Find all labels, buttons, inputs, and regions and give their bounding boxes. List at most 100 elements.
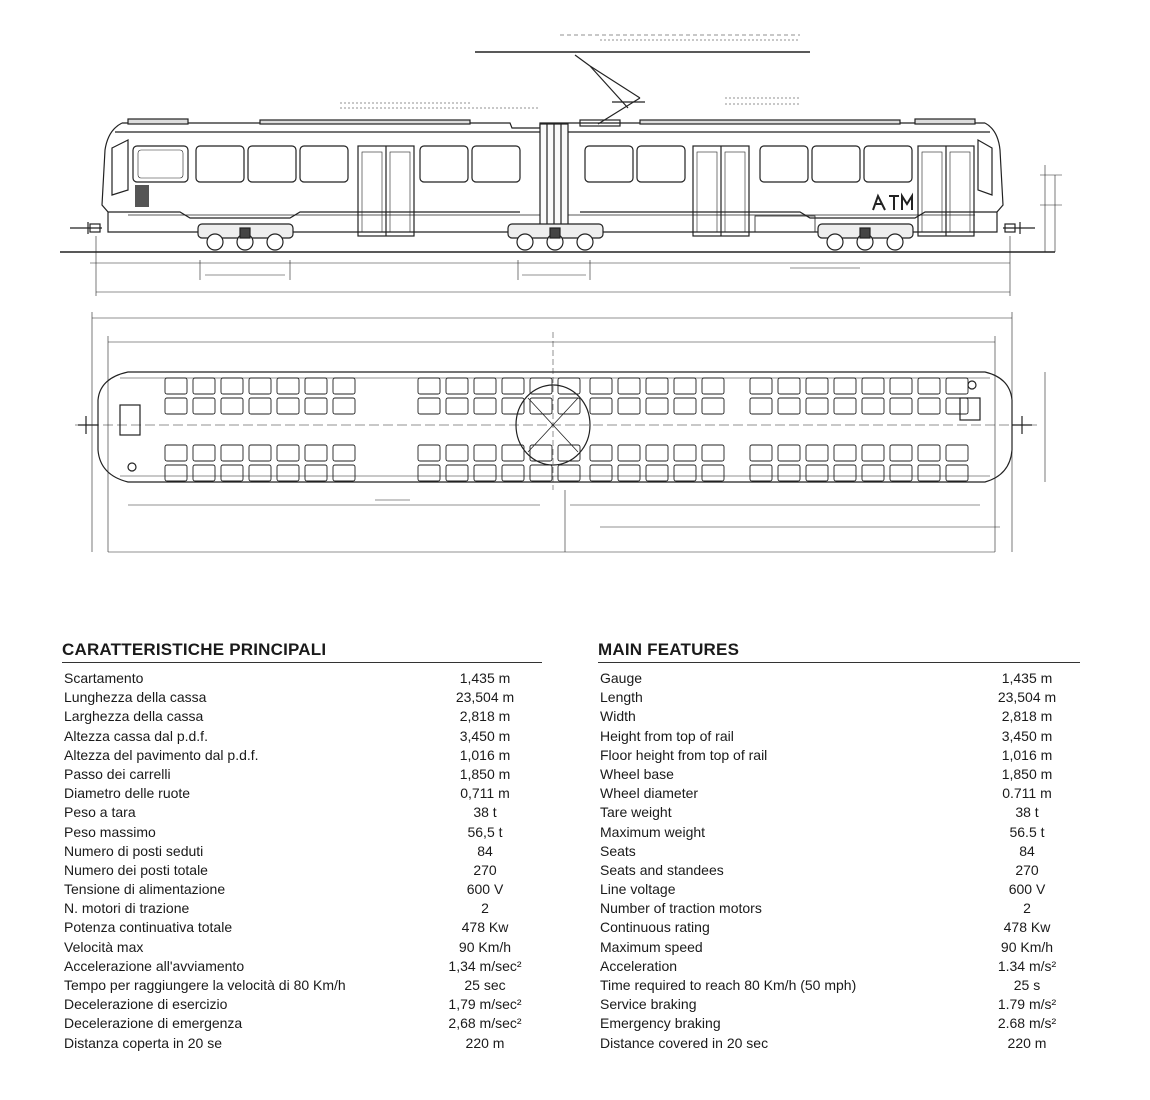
seat (777, 377, 801, 395)
seat (164, 397, 188, 415)
seat (917, 397, 941, 415)
seat (473, 397, 497, 415)
seat (833, 377, 857, 395)
seat (749, 444, 773, 462)
spec-value: 600 V (466, 881, 504, 898)
seat (701, 464, 725, 482)
seat (332, 377, 356, 395)
seat (529, 397, 553, 415)
seat (917, 444, 941, 462)
pantograph (574, 54, 645, 127)
spec-label: Wheel base (600, 765, 674, 782)
seat (557, 397, 581, 415)
seat (945, 444, 969, 462)
seat (164, 377, 188, 395)
spec-value: 23,504 m (997, 689, 1057, 706)
seat (833, 397, 857, 415)
seat (833, 464, 857, 482)
seat (501, 444, 525, 462)
spec-label: Larghezza della cassa (64, 708, 204, 725)
seat (192, 464, 216, 482)
seat (749, 397, 773, 415)
spec-value: 84 (1019, 842, 1035, 859)
seat (501, 464, 525, 482)
spec-label: Seats (600, 842, 636, 859)
seat (417, 464, 441, 482)
spec-label: Numero di posti seduti (64, 842, 204, 859)
plan-view (75, 312, 1046, 553)
seat (673, 377, 697, 395)
seat (276, 464, 300, 482)
seat (805, 397, 829, 415)
spec-label: Tempo per raggiungere la velocità di 80 … (64, 977, 346, 993)
seat-layout (164, 377, 969, 482)
seat (889, 377, 913, 395)
spec-label: Acceleration (600, 957, 678, 974)
spec-row: Altezza cassa dal p.d.f.3,450 m (62, 727, 542, 746)
seat (192, 377, 216, 395)
seat (889, 397, 913, 415)
spec-label: Peso massimo (64, 823, 156, 840)
spec-label: Seats and standees (600, 861, 724, 878)
seat (473, 464, 497, 482)
spec-label: Potenza continuativa totale (64, 919, 233, 936)
seat (417, 444, 441, 462)
spec-label: Number of traction motors (600, 900, 762, 917)
seat (248, 444, 272, 462)
side-dimension-lines (90, 165, 1062, 296)
spec-label: Maximum weight (600, 823, 706, 840)
spec-row: Line voltage 600 V (598, 880, 1080, 899)
seat (276, 377, 300, 395)
seat (332, 444, 356, 462)
seat (332, 397, 356, 415)
seat (248, 397, 272, 415)
seat (917, 464, 941, 482)
spec-row: Seats 84 (598, 842, 1080, 861)
seat (673, 397, 697, 415)
spec-label: Peso a tara (64, 804, 136, 821)
seat (861, 464, 885, 482)
spec-value: 1,016 m (1001, 746, 1053, 763)
seat (777, 464, 801, 482)
spec-value: 600 V (1008, 881, 1046, 898)
seat (164, 464, 188, 482)
side-elevation-view (60, 34, 1062, 296)
spec-value: 478 Kw (1003, 919, 1051, 936)
seat (501, 397, 525, 415)
spec-value: 23,504 m (455, 689, 515, 706)
spec-value: 1,016 m (459, 746, 511, 763)
seat (861, 444, 885, 462)
spec-label: Line voltage (600, 881, 676, 898)
plan-dimension-lines (108, 490, 1000, 553)
spec-label: Time required to reach 80 Km/h (50 mph) (600, 977, 857, 993)
seat (557, 444, 581, 462)
seat (332, 464, 356, 482)
spec-label: Passo dei carrelli (64, 765, 171, 782)
seat (304, 377, 328, 395)
seat (417, 397, 441, 415)
seat (304, 464, 328, 482)
seat (833, 444, 857, 462)
seat (861, 377, 885, 395)
spec-label: Maximum speed (600, 938, 703, 955)
spec-row: Altezza del pavimento dal p.d.f.1,016 m (62, 746, 542, 765)
spec-value: 1.79 m/s² (997, 996, 1057, 1013)
seat (276, 444, 300, 462)
seat (304, 397, 328, 415)
